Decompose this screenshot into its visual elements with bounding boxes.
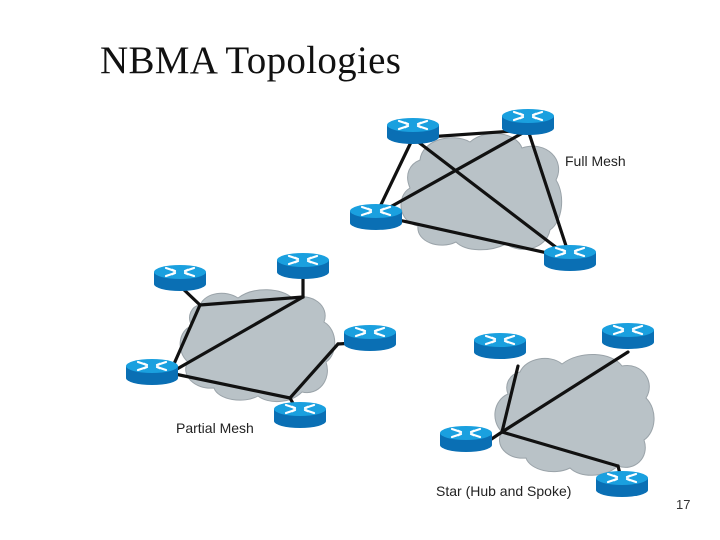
- link: [168, 295, 305, 375]
- star-group: Star (Hub and Spoke): [436, 321, 656, 499]
- router-icon: [500, 107, 556, 137]
- link: [168, 303, 202, 375]
- link: [500, 350, 630, 434]
- cloud-icon: [179, 289, 336, 402]
- router-icon: [594, 469, 650, 499]
- router-icon: [124, 357, 180, 387]
- link: [374, 128, 530, 217]
- router-icon: [600, 321, 656, 351]
- slide-title: NBMA Topologies: [100, 39, 402, 82]
- router-icon: [152, 263, 208, 293]
- router-icon: [472, 331, 528, 361]
- router-icon: [342, 323, 398, 353]
- full-mesh-group: Full Mesh: [348, 107, 626, 273]
- link: [198, 295, 305, 307]
- link: [168, 371, 292, 400]
- router-icon: [542, 243, 598, 273]
- link: [374, 136, 415, 217]
- link: [526, 128, 572, 260]
- cloud-icon: [494, 353, 655, 476]
- router-icon: [272, 400, 328, 430]
- router-icon: [275, 251, 331, 281]
- link: [288, 342, 340, 400]
- full-mesh-label: Full Mesh: [565, 153, 626, 169]
- link: [500, 364, 520, 434]
- link: [411, 136, 572, 260]
- link: [374, 213, 572, 260]
- link: [500, 430, 620, 468]
- star-label: Star (Hub and Spoke): [436, 483, 571, 499]
- page-number: 17: [676, 497, 691, 512]
- router-icon: [438, 424, 494, 454]
- router-icon: [348, 202, 404, 232]
- partial-mesh-label: Partial Mesh: [176, 420, 254, 436]
- partial-mesh-group: Partial Mesh: [124, 251, 398, 436]
- router-icon: [385, 116, 441, 146]
